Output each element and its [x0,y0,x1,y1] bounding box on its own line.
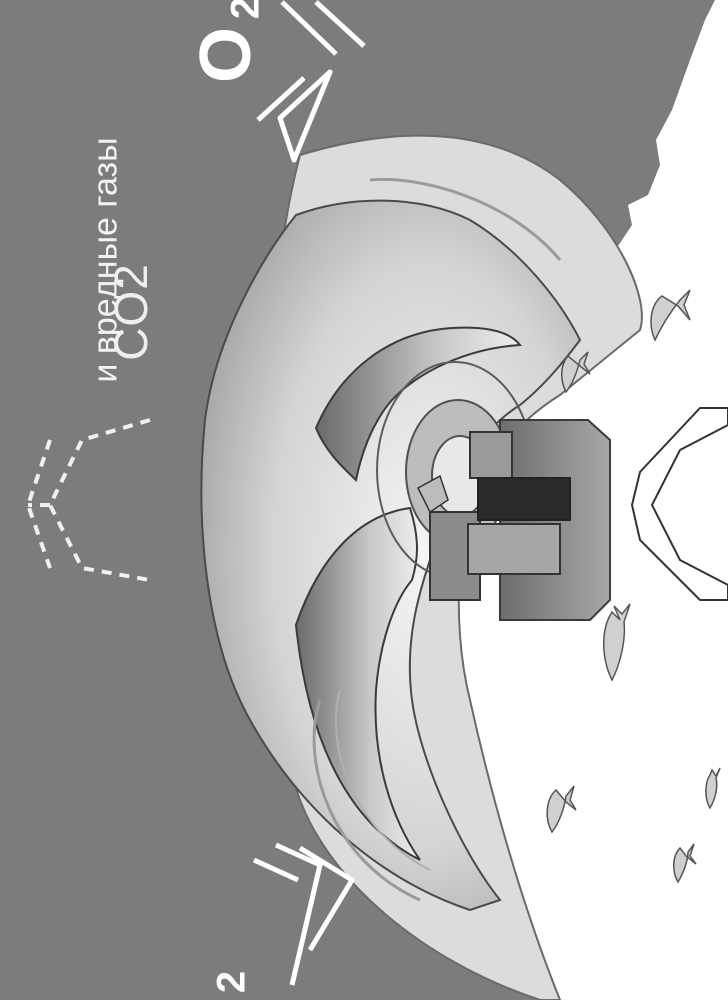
fish-icon [561,351,591,394]
o2-inflow-arrow-bottom-icon [252,842,355,986]
bowl-arc-line-2 [334,689,431,871]
fish-icon [603,603,631,682]
water-inflow-arrow-icon [630,407,728,601]
harmful-gases-label: и вредные газы [86,137,125,383]
fish-icon [705,767,721,810]
bowl-arc-line-1 [312,699,421,902]
fish-icon [546,785,577,834]
fish-group [546,289,721,884]
fish-icon [673,843,697,884]
o2-label: O [186,26,266,84]
o2-bottom-subscript-label: 2 [209,970,254,994]
o2-subscript-label: 2 [223,0,268,20]
o2-inflow-arrow-top-icon [256,0,366,163]
bowl-arc-line-3 [369,177,562,261]
bowl-inner-wall-top [314,326,522,482]
nozzle-assembly [417,419,611,621]
co2-outflow-arrow-icon [25,418,151,582]
fish-icon [650,289,691,342]
